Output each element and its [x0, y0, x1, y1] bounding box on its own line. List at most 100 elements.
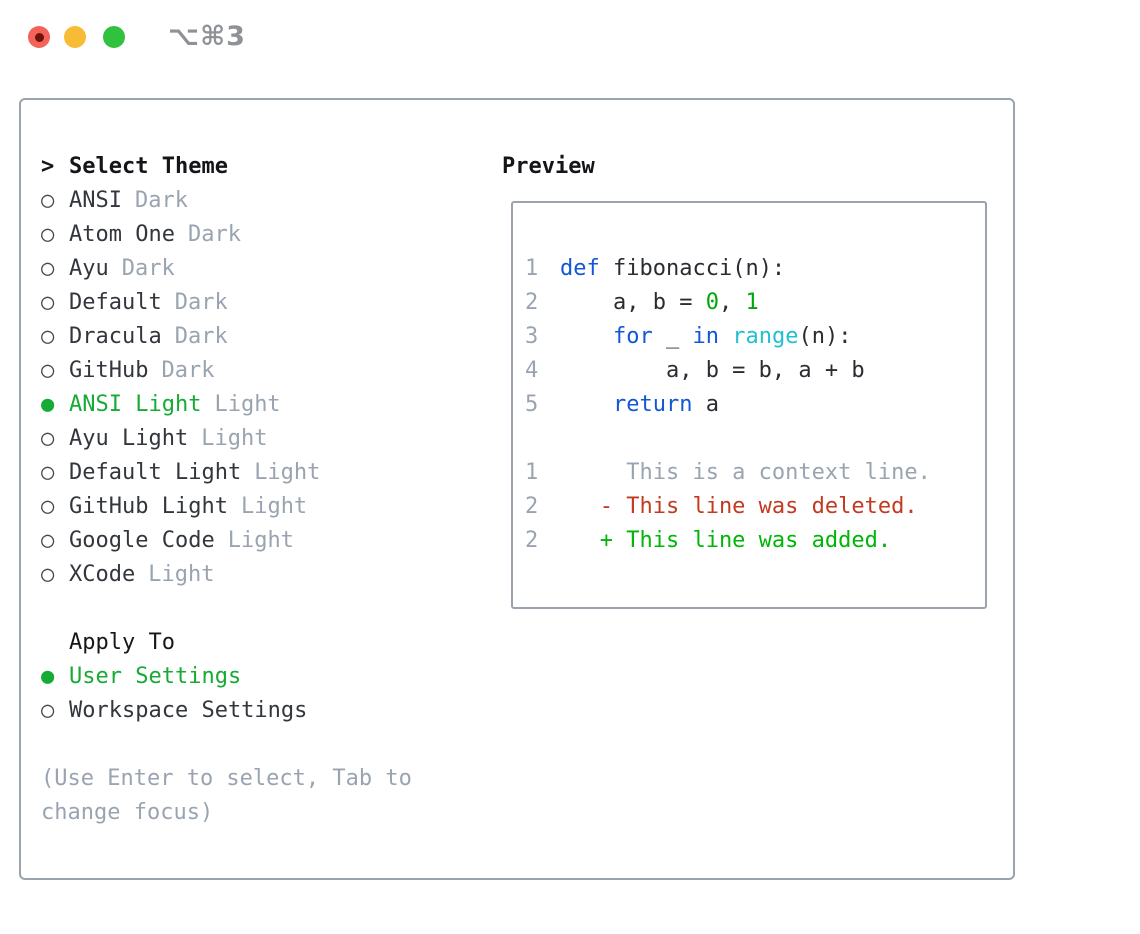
- diff-line: 2 + This line was added.: [525, 524, 985, 558]
- code-segment: [560, 392, 613, 417]
- apply-to-list: ● User Settings ○Workspace Settings: [41, 660, 441, 728]
- code-segment: range: [732, 324, 799, 349]
- code-segment: a, b =: [560, 290, 706, 315]
- theme-option-default[interactable]: ○ Default Dark: [41, 286, 441, 320]
- radio-icon: ○: [41, 290, 55, 315]
- zoom-button[interactable]: [103, 26, 125, 48]
- radio-icon: ○: [41, 358, 55, 383]
- apply-option-workspace-settings[interactable]: ○Workspace Settings: [41, 694, 441, 728]
- spacer: [525, 422, 985, 456]
- select-theme-header: > Select Theme: [41, 150, 441, 184]
- line-number: 1: [525, 256, 539, 281]
- code-line: 2 a, b = 0, 1: [525, 286, 985, 320]
- theme-name: Default: [69, 290, 162, 315]
- theme-name: ANSI: [69, 188, 122, 213]
- apply-to-header: Apply To: [69, 630, 175, 655]
- close-button[interactable]: [28, 26, 50, 48]
- select-theme-header-label: Select Theme: [69, 154, 228, 179]
- line-number: 2: [525, 290, 539, 315]
- theme-name: Dracula: [69, 324, 162, 349]
- code-segment: [560, 324, 613, 349]
- theme-variant-tag: Light: [240, 494, 308, 519]
- diff-line: 1 This is a context line.: [525, 456, 985, 490]
- code-line: 5 return a: [525, 388, 985, 422]
- minimize-button[interactable]: [64, 26, 86, 48]
- theme-variant-tag: Light: [148, 562, 215, 587]
- preview-header: Preview: [502, 154, 595, 179]
- code-segment: fibonacci(n):: [599, 256, 786, 281]
- line-number: 4: [525, 358, 539, 383]
- theme-variant-tag: Light: [227, 528, 294, 553]
- close-dot-icon: [34, 32, 44, 42]
- theme-variant-tag: Light: [214, 392, 281, 417]
- line-number: 2: [525, 528, 539, 553]
- theme-name: GitHub: [69, 358, 149, 383]
- diff-line: 2 - This line was deleted.: [525, 490, 985, 524]
- apply-option-label: User Settings: [69, 664, 242, 689]
- theme-name: GitHub Light: [69, 494, 228, 519]
- radio-icon: ●: [41, 664, 55, 689]
- spacer: [41, 728, 441, 762]
- theme-name: ANSI Light: [69, 392, 202, 417]
- keyboard-hint: (Use Enter to select, Tab to change focu…: [41, 766, 412, 825]
- theme-name: Google Code: [69, 528, 215, 553]
- code-segment: (n):: [798, 324, 852, 349]
- code-segment: ,: [718, 290, 746, 315]
- theme-option-default-light[interactable]: ○ Default Light Light: [41, 456, 441, 490]
- radio-icon: ○: [41, 528, 55, 553]
- theme-option-ansi-light[interactable]: ● ANSI Light Light: [41, 388, 441, 422]
- theme-option-dracula[interactable]: ○ Dracula Dark: [41, 320, 441, 354]
- code-segment: + This line was added.: [560, 528, 892, 553]
- title-bar: ⌥⌘3: [0, 0, 1140, 74]
- theme-name: Ayu Light: [69, 426, 189, 451]
- code-segment: 0: [705, 290, 719, 315]
- code-segment: a: [692, 392, 719, 417]
- focus-chevron-icon: >: [41, 154, 55, 179]
- radio-icon: ○: [41, 222, 55, 247]
- code-segment: for: [612, 324, 653, 349]
- theme-option-github[interactable]: ○ GitHub Dark: [41, 354, 441, 388]
- code-segment: a, b = b, a + b: [560, 358, 865, 383]
- apply-option-user-settings[interactable]: ● User Settings: [41, 660, 441, 694]
- code-segment: 1: [745, 290, 759, 315]
- radio-icon: ○: [41, 188, 55, 213]
- theme-name: Atom One: [69, 222, 175, 247]
- theme-variant-tag: Light: [201, 426, 268, 451]
- code-segment: This is a context line.: [560, 460, 931, 485]
- theme-variant-tag: Dark: [174, 324, 228, 349]
- theme-variant-tag: Dark: [161, 358, 215, 383]
- apply-option-label: Workspace Settings: [69, 698, 308, 723]
- line-number: 1: [525, 460, 539, 485]
- theme-variant-tag: Light: [254, 460, 321, 485]
- radio-icon: ○: [41, 426, 55, 451]
- theme-option-ayu-light[interactable]: ○ Ayu Light Light: [41, 422, 441, 456]
- code-segment: _: [652, 324, 693, 349]
- radio-icon: ○: [41, 460, 55, 485]
- line-number: 5: [525, 392, 539, 417]
- radio-icon: ○: [41, 324, 55, 349]
- code-line: 4 a, b = b, a + b: [525, 354, 985, 388]
- theme-name: Default Light: [69, 460, 242, 485]
- theme-variant-tag: Dark: [174, 290, 228, 315]
- line-number: 3: [525, 324, 539, 349]
- theme-name: XCode: [69, 562, 136, 587]
- theme-name: Ayu: [69, 256, 109, 281]
- code-line: 3 for _ in range(n):: [525, 320, 985, 354]
- radio-icon: ○: [41, 256, 55, 281]
- code-segment: [719, 324, 732, 349]
- code-segment: - This line was deleted.: [560, 494, 918, 519]
- spacer: [41, 592, 441, 626]
- radio-icon: ●: [41, 392, 55, 417]
- theme-option-google-code[interactable]: ○ Google Code Light: [41, 524, 441, 558]
